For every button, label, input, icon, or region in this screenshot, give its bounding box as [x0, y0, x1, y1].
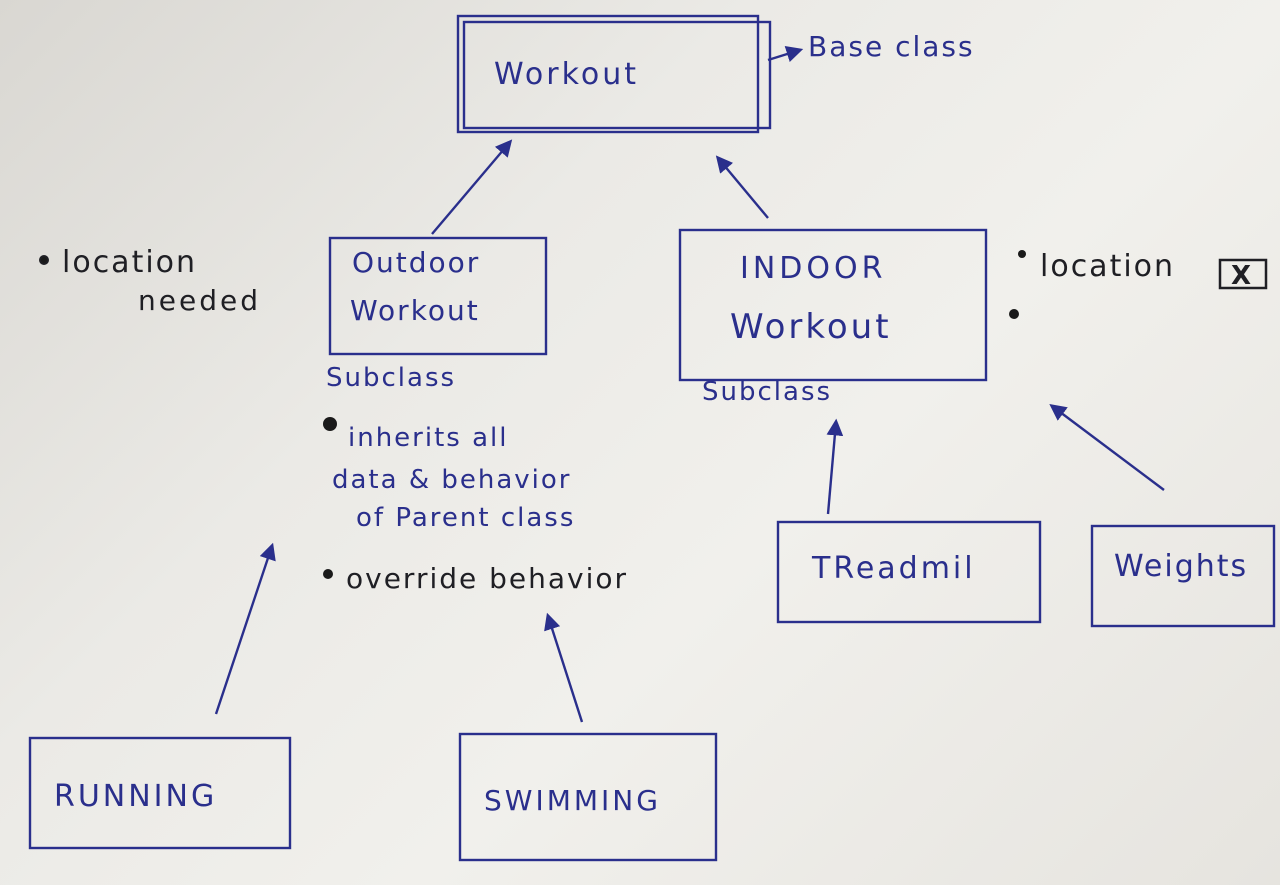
treadmill-label: TReadmil [811, 551, 976, 586]
base-class-title: Workout [494, 57, 639, 92]
swimming-to-outdoor-arrow [544, 612, 584, 723]
base-class-box [456, 14, 760, 134]
outdoor-workout-box [328, 236, 548, 356]
outdoor-title-line1: Outdoor [352, 246, 480, 279]
inherits-line1: inherits all [348, 423, 508, 453]
outdoor-subclass-label: Subclass [326, 363, 456, 393]
weights-node: Weights [1090, 524, 1276, 628]
indoor-empty-bullet [1009, 309, 1019, 319]
treadmill-to-indoor-arrow [826, 418, 844, 515]
running-box [28, 736, 292, 850]
indoor-workout-node: INDOOR Workout [678, 228, 988, 382]
indoor-note-bullet [1018, 250, 1026, 258]
running-to-outdoor-arrow [214, 542, 276, 715]
indoor-note-text: location [1040, 249, 1175, 284]
inherits-bullet [323, 417, 337, 431]
indoor-to-base-arrow [715, 155, 769, 219]
outdoor-to-base-arrow [431, 139, 513, 235]
swimming-node: SWIMMING [458, 732, 718, 862]
swimming-box [458, 732, 718, 862]
outdoor-note-bullet [39, 255, 49, 265]
base-annotation-arrow [767, 45, 804, 63]
running-node: RUNNING [28, 736, 292, 850]
outdoor-note-line1: location [62, 245, 197, 280]
override-text: override behavior [346, 562, 628, 595]
indoor-title-line2: Workout [730, 307, 892, 347]
running-label: RUNNING [54, 779, 217, 814]
indoor-note-checkbox [1218, 258, 1268, 290]
weights-box [1090, 524, 1276, 628]
base-class-annotation: Base class [808, 30, 975, 63]
override-bullet [323, 569, 333, 579]
base-class-node: Workout [456, 14, 772, 134]
base-class-box-outline [462, 20, 772, 130]
treadmill-node: TReadmil [776, 520, 1042, 624]
outdoor-note-line2: needed [138, 284, 261, 317]
inherits-line2: data & behavior [332, 465, 572, 495]
indoor-workout-box [678, 228, 988, 382]
swimming-label: SWIMMING [484, 784, 661, 817]
weights-to-indoor-arrow [1049, 403, 1165, 491]
inherits-line3: of Parent class [356, 503, 575, 533]
treadmill-box [776, 520, 1042, 624]
indoor-note-mark: X [1231, 261, 1251, 291]
outdoor-title-line2: Workout [350, 294, 480, 327]
outdoor-workout-node: Outdoor Workout [328, 236, 548, 356]
indoor-subclass-label: Subclass [702, 377, 832, 407]
weights-label: Weights [1114, 549, 1248, 584]
indoor-title-line1: INDOOR [740, 251, 886, 286]
